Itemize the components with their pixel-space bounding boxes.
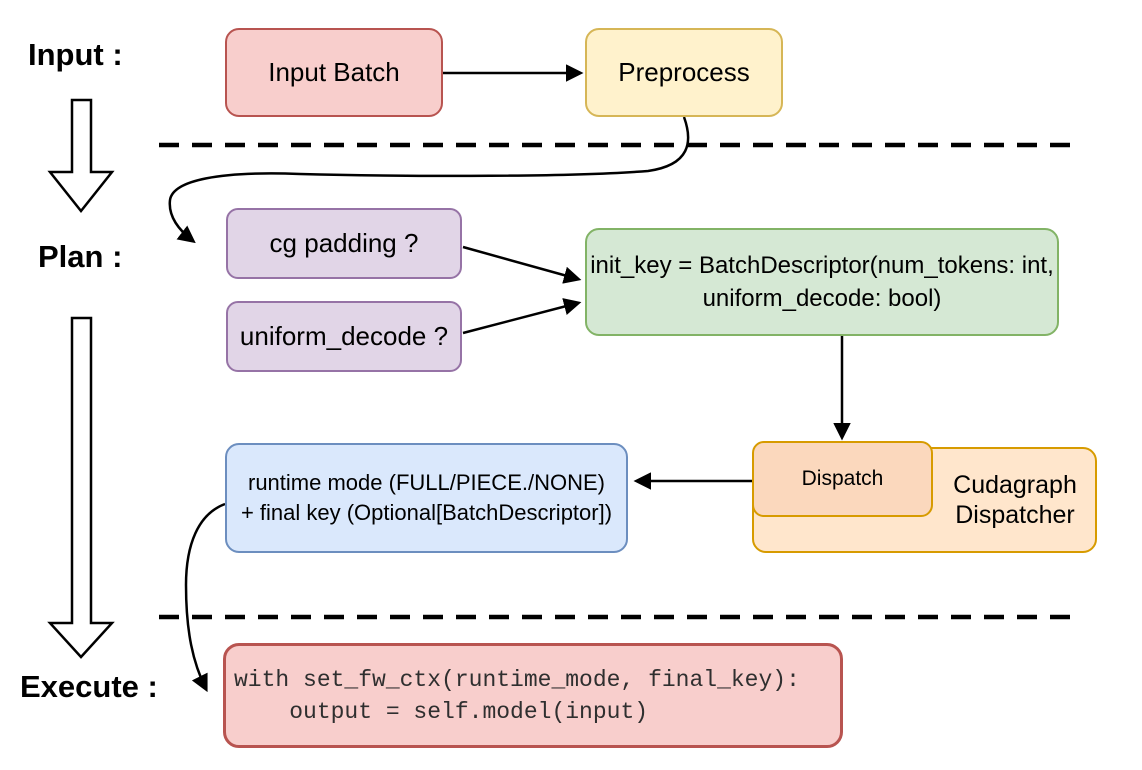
arrow-uniformdecode-to-initkey [462,298,582,335]
node-init-key: init_key = BatchDescriptor(num_tokens: i… [585,228,1059,336]
node-runtime-mode: runtime mode (FULL/PIECE./NONE) + final … [225,443,628,553]
node-cg-padding: cg padding ? [226,208,462,279]
execute-code-line1: with set_fw_ctx(runtime_mode, final_key)… [234,666,800,693]
cudagraph-line2: Dispatcher [955,501,1075,529]
phase-arrow-input-to-plan [47,98,115,214]
arrow-runtimemode-to-code [184,502,226,693]
node-cudagraph-dispatcher-label: Cudagraph Dispatcher [935,449,1095,551]
phase-label-input: Input : [28,37,123,72]
node-execute-code: with set_fw_ctx(runtime_mode, final_key)… [223,643,843,748]
node-input-batch: Input Batch [225,28,443,117]
node-runtime-mode-line1: runtime mode (FULL/PIECE./NONE) [248,470,605,495]
node-init-key-line1: init_key = BatchDescriptor(num_tokens: i… [590,252,1054,279]
node-preprocess: Preprocess [585,28,783,117]
node-dispatch-label: Dispatch [801,466,884,490]
phase-label-execute: Execute : [20,669,158,704]
phase-arrow-plan-to-execute [47,316,115,659]
node-dispatch: Dispatch [752,441,933,517]
arrow-cgpadding-to-initkey [462,245,582,284]
node-cg-padding-label: cg padding ? [269,228,419,259]
node-uniform-decode: uniform_decode ? [226,301,462,372]
cudagraph-line1: Cudagraph [953,471,1077,499]
node-input-batch-label: Input Batch [268,57,400,88]
node-uniform-decode-label: uniform_decode ? [239,321,449,352]
node-init-key-line2: uniform_decode: bool) [702,285,942,312]
phase-label-plan: Plan : [38,239,123,274]
execute-code-line2: output = self.model(input) [234,698,649,725]
node-preprocess-label: Preprocess [618,57,750,88]
node-runtime-mode-line2: + final key (Optional[BatchDescriptor]) [240,500,613,525]
